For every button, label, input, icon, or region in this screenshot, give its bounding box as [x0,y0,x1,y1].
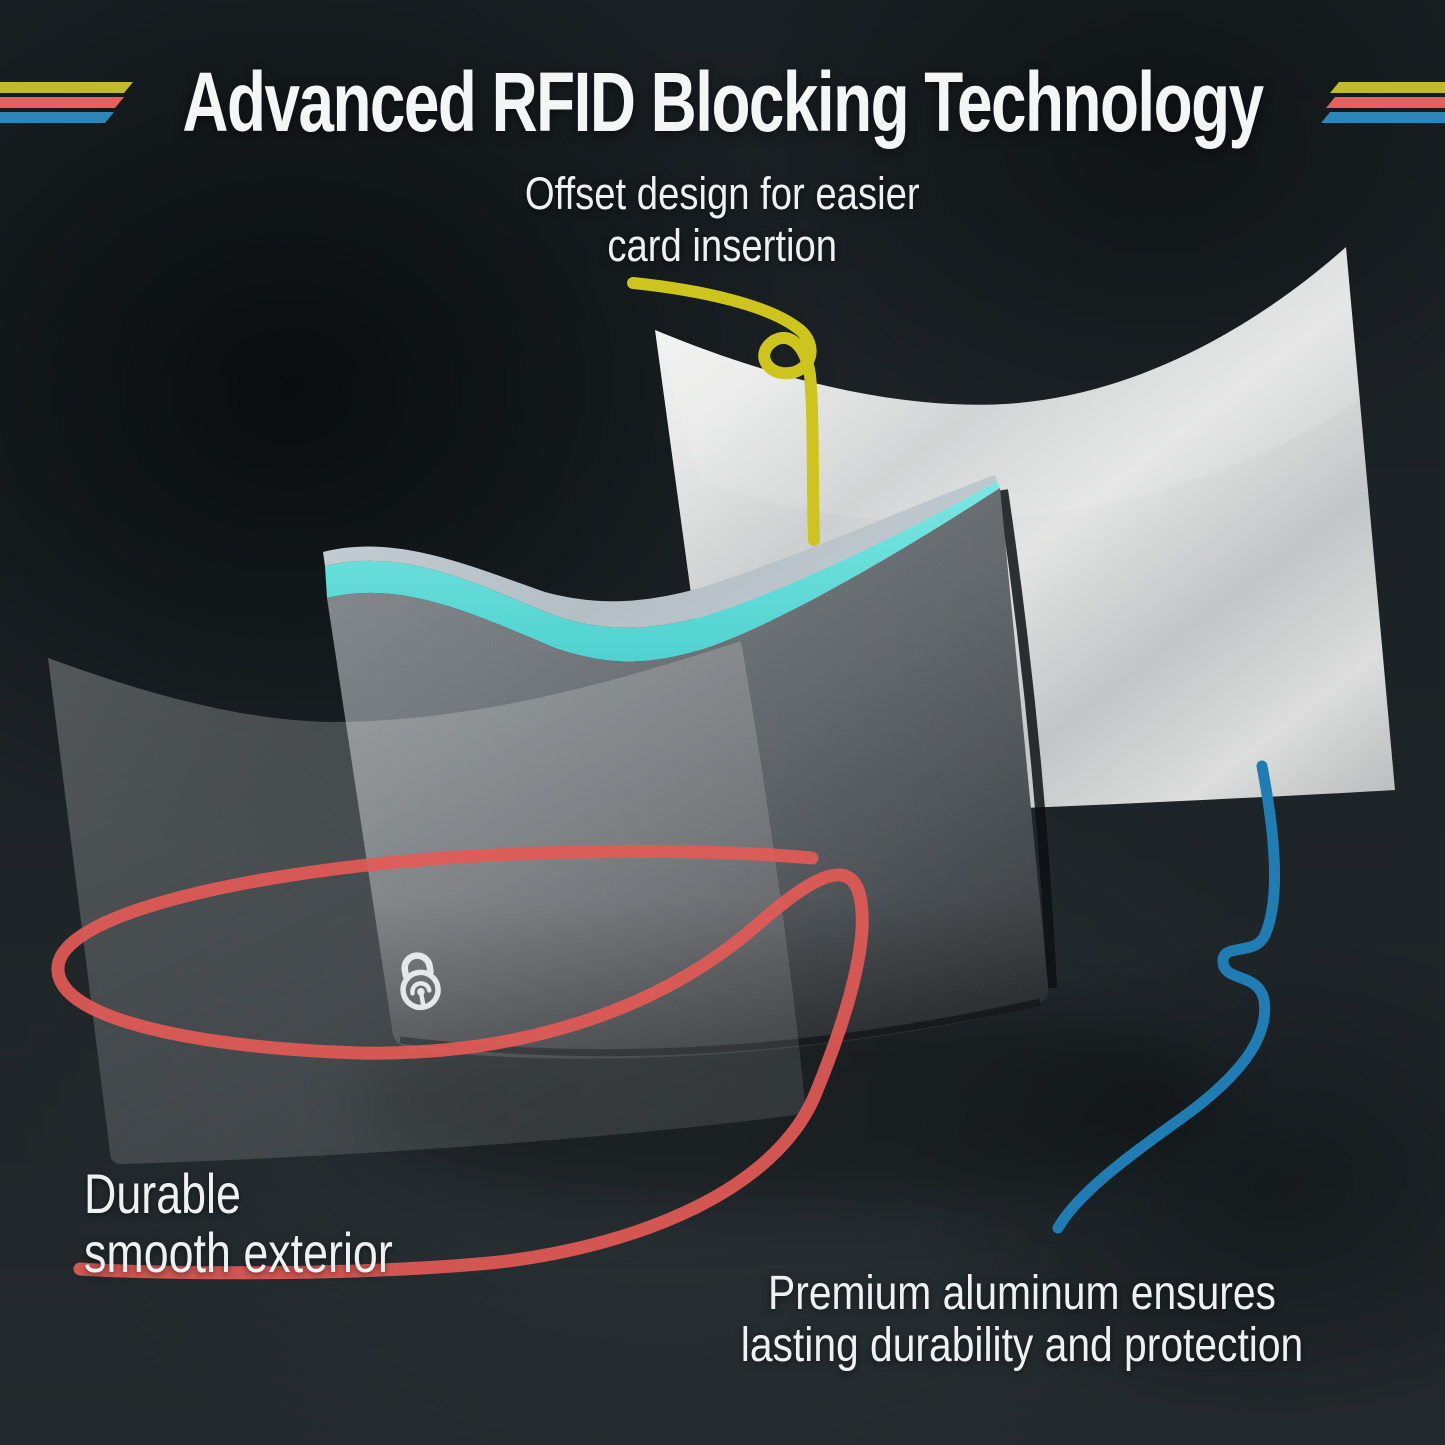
callout-durable-line1: Durable [84,1162,241,1225]
stripe-blue [0,112,114,123]
retro-stripes-right [1310,82,1445,152]
callout-durable-exterior: Durable smooth exterior [84,1164,470,1282]
page-title: Advanced RFID Blocking Technology [182,55,1264,149]
retro-stripes-left [0,82,135,152]
stripe-yellow [0,82,133,93]
sleeve-inner-panel [323,475,997,628]
annotation-blue-line [1052,760,1281,1234]
sleeve-edge-shadow [998,489,1057,989]
protective-film-sheet [48,641,806,1164]
callout-premium-line1: Premium aluminum ensures [768,1267,1276,1320]
annotation-yellow-line [627,277,820,546]
stripe-red [1326,97,1445,108]
callout-offset-line1: Offset design for easier [525,168,920,219]
stripe-red [0,97,124,108]
stripe-yellow [1330,82,1445,93]
callout-premium-aluminum: Premium aluminum ensures lasting durabil… [691,1268,1353,1372]
callout-durable-line2: smooth exterior [84,1221,393,1284]
callout-offset-line2: card insertion [607,220,838,271]
callout-premium-line2: lasting durability and protection [740,1319,1304,1372]
annotation-red-circle [51,844,869,1280]
stripe-blue [1321,112,1445,123]
callout-offset-design: Offset design for easier card insertion [0,168,1445,272]
sleeve-cyan-rim [325,481,1000,662]
header: Advanced RFID Blocking Technology [0,54,1445,164]
